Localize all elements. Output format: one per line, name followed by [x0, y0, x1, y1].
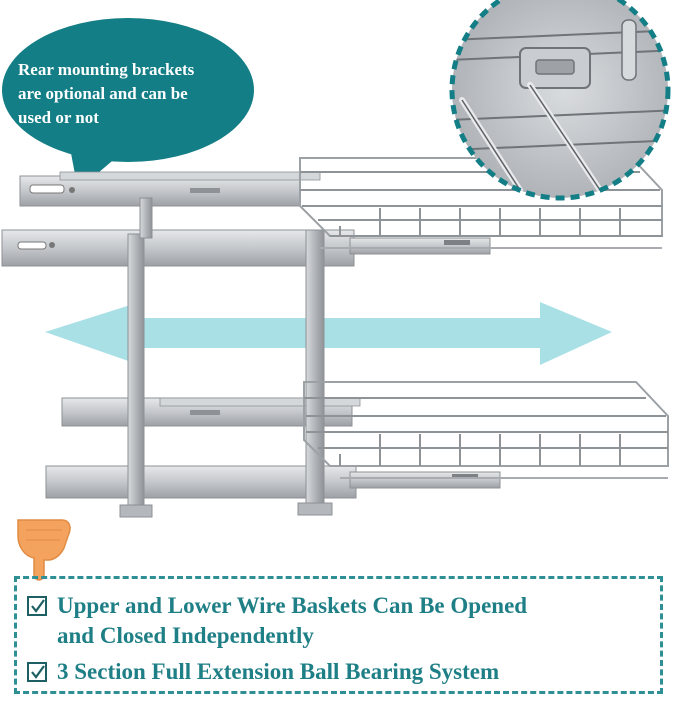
- lower-wire-basket: [303, 381, 669, 479]
- vertical-frame: [119, 197, 333, 518]
- checkbox-checked-icon: [27, 596, 47, 616]
- feature-item: Upper and Lower Wire Baskets Can Be Open…: [27, 591, 527, 651]
- callout-line-1: Rear mounting brackets: [18, 60, 195, 79]
- extension-arrow-icon: [45, 302, 612, 365]
- feature-item: 3 Section Full Extension Ball Bearing Sy…: [27, 657, 499, 687]
- callout-text: Rear mounting brackets are optional and …: [18, 58, 240, 130]
- upper-slide-rails: [1, 171, 491, 267]
- checkbox-checked-icon: [27, 662, 47, 682]
- feature-line: 3 Section Full Extension Ball Bearing Sy…: [57, 659, 500, 684]
- features-box: Upper and Lower Wire Baskets Can Be Open…: [14, 576, 663, 694]
- bracket-detail-zoom: [449, 0, 671, 201]
- feature-text: Upper and Lower Wire Baskets Can Be Open…: [57, 591, 527, 651]
- feature-line: and Closed Independently: [57, 623, 314, 648]
- feature-text: 3 Section Full Extension Ball Bearing Sy…: [57, 657, 499, 687]
- pointing-hand-icon: [17, 519, 71, 581]
- callout-line-3: used or not: [18, 108, 99, 127]
- feature-line: Upper and Lower Wire Baskets Can Be Open…: [57, 593, 528, 618]
- callout-line-2: are optional and can be: [18, 84, 188, 103]
